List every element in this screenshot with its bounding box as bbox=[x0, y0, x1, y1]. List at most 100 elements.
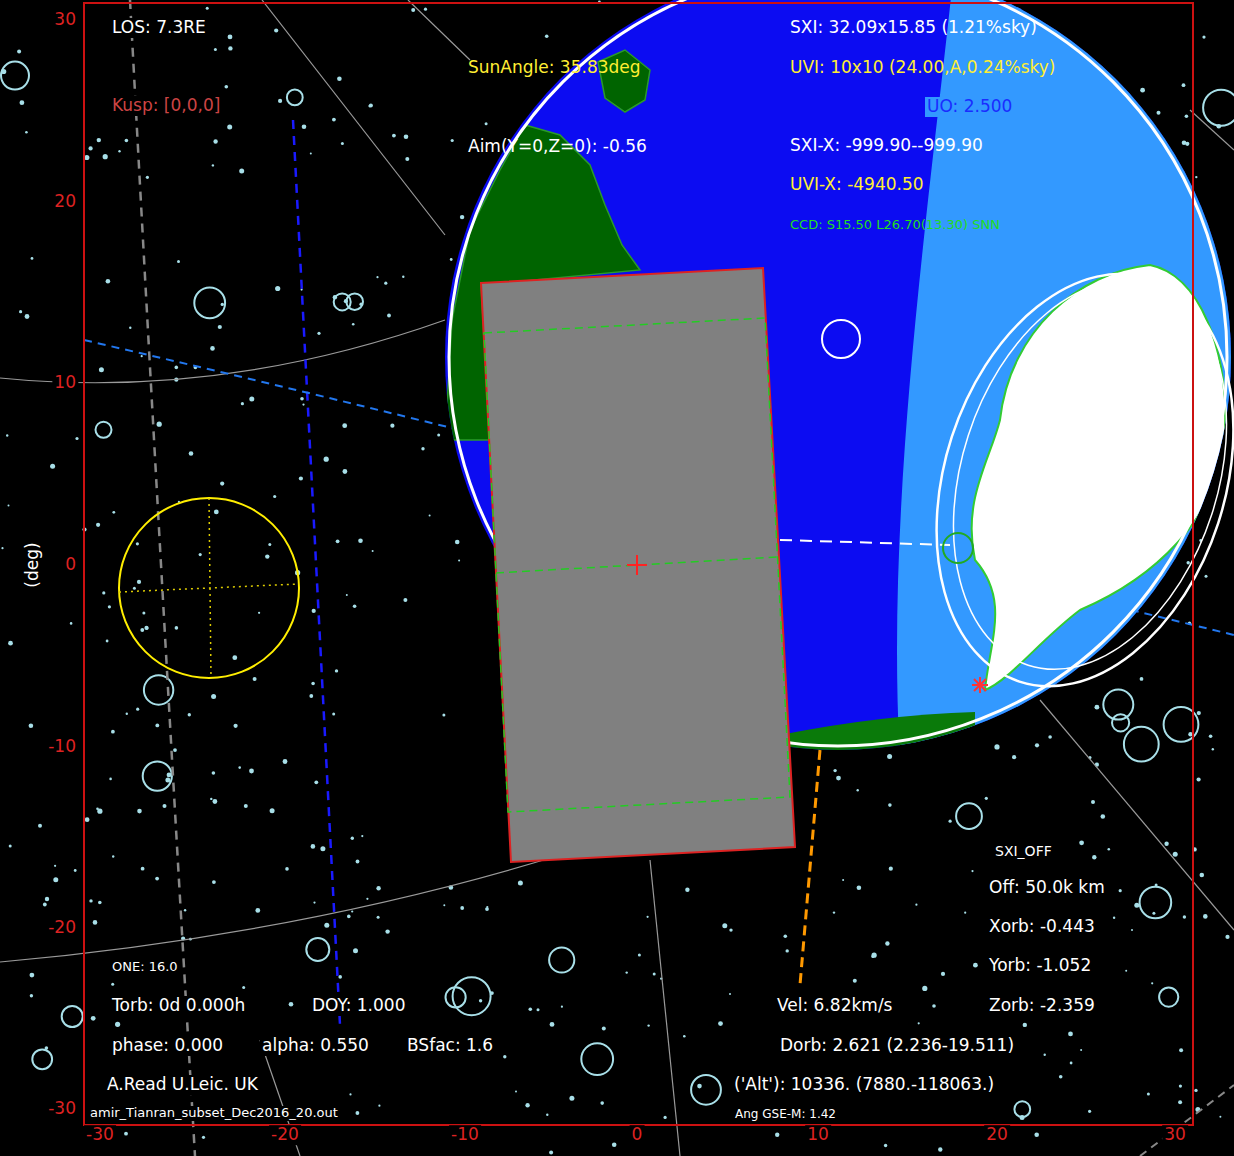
star bbox=[335, 669, 338, 672]
star bbox=[109, 778, 112, 781]
star bbox=[232, 655, 237, 660]
star bbox=[265, 554, 269, 558]
plot-shape bbox=[650, 860, 680, 1156]
uvi-fov bbox=[119, 498, 299, 678]
star bbox=[310, 153, 312, 155]
star bbox=[249, 769, 254, 774]
star bbox=[141, 867, 145, 871]
star bbox=[311, 844, 316, 849]
star bbox=[361, 835, 363, 837]
readout-text: CCD: S15.50 L26.70(13.30) SNN bbox=[788, 218, 1002, 233]
star bbox=[332, 118, 336, 122]
marker-circle bbox=[943, 533, 973, 563]
star bbox=[1183, 915, 1186, 918]
star bbox=[392, 134, 396, 138]
star bbox=[1091, 800, 1095, 804]
star bbox=[75, 437, 78, 440]
star bbox=[306, 938, 329, 961]
star bbox=[275, 286, 280, 291]
star bbox=[1068, 1032, 1073, 1037]
star bbox=[25, 131, 28, 134]
star bbox=[503, 1055, 506, 1058]
star bbox=[353, 604, 357, 608]
star bbox=[664, 1116, 667, 1119]
star bbox=[1044, 1054, 1046, 1056]
star bbox=[102, 591, 105, 594]
star bbox=[525, 1103, 529, 1107]
plot-shape bbox=[484, 318, 790, 812]
star bbox=[70, 622, 73, 625]
star bbox=[1173, 852, 1178, 857]
star bbox=[300, 397, 304, 401]
star bbox=[309, 694, 313, 698]
readout-text: SXI-X: -999.90--999.90 bbox=[788, 136, 985, 156]
star bbox=[458, 560, 460, 562]
star bbox=[17, 50, 21, 54]
star bbox=[569, 1096, 574, 1101]
star bbox=[647, 1024, 649, 1026]
star bbox=[549, 947, 574, 972]
star bbox=[268, 543, 271, 546]
star bbox=[1203, 914, 1208, 919]
star bbox=[9, 845, 12, 848]
star bbox=[188, 713, 191, 716]
readout-text: Torb: 0d 0.000h bbox=[110, 996, 247, 1016]
star bbox=[99, 367, 104, 372]
star bbox=[775, 1133, 779, 1137]
readout-text: Kusp: [0,0,0] bbox=[110, 96, 222, 116]
star bbox=[451, 139, 454, 142]
star bbox=[485, 122, 488, 125]
star bbox=[31, 257, 34, 260]
star bbox=[346, 594, 348, 596]
star bbox=[1119, 889, 1122, 892]
star bbox=[1200, 873, 1205, 878]
star bbox=[1205, 575, 1208, 578]
star bbox=[842, 879, 844, 881]
star bbox=[137, 580, 141, 584]
star bbox=[376, 886, 380, 890]
grey-dashed-line bbox=[1140, 1085, 1234, 1156]
star bbox=[691, 1075, 721, 1105]
star bbox=[887, 754, 892, 759]
readout-text: UVI: 10x10 (24.00,A,0.24%sky) bbox=[788, 58, 1057, 78]
star bbox=[283, 759, 288, 764]
star bbox=[387, 314, 391, 318]
star bbox=[402, 276, 404, 278]
star bbox=[404, 135, 409, 140]
star bbox=[241, 402, 244, 405]
star bbox=[915, 904, 917, 906]
star bbox=[220, 482, 224, 486]
blue-dashed-line bbox=[84, 340, 500, 440]
star bbox=[136, 542, 139, 545]
star bbox=[210, 346, 215, 351]
star bbox=[324, 923, 329, 928]
star bbox=[50, 464, 55, 469]
star bbox=[685, 888, 689, 892]
star bbox=[424, 8, 427, 11]
star bbox=[225, 85, 229, 89]
star bbox=[177, 260, 180, 263]
star bbox=[1185, 114, 1189, 118]
star bbox=[199, 553, 202, 556]
star bbox=[1131, 929, 1133, 931]
axis-tick-label: -30 bbox=[46, 1099, 78, 1119]
star bbox=[884, 1144, 887, 1147]
marker-circle bbox=[822, 320, 860, 358]
readout-text: phase: 0.000 bbox=[110, 1036, 225, 1056]
star bbox=[93, 920, 98, 925]
aim-cross bbox=[627, 555, 647, 575]
star bbox=[54, 865, 56, 867]
star bbox=[129, 327, 131, 329]
star bbox=[626, 971, 628, 973]
star bbox=[312, 609, 316, 613]
star bbox=[173, 748, 177, 752]
star bbox=[302, 125, 307, 130]
star bbox=[301, 289, 303, 291]
star bbox=[485, 907, 489, 911]
star bbox=[729, 993, 731, 995]
readout-text: SunAngle: 35.83deg bbox=[466, 58, 643, 78]
star bbox=[214, 510, 219, 515]
oval-outline bbox=[886, 235, 1234, 725]
star bbox=[1088, 1110, 1091, 1113]
star bbox=[317, 332, 320, 335]
